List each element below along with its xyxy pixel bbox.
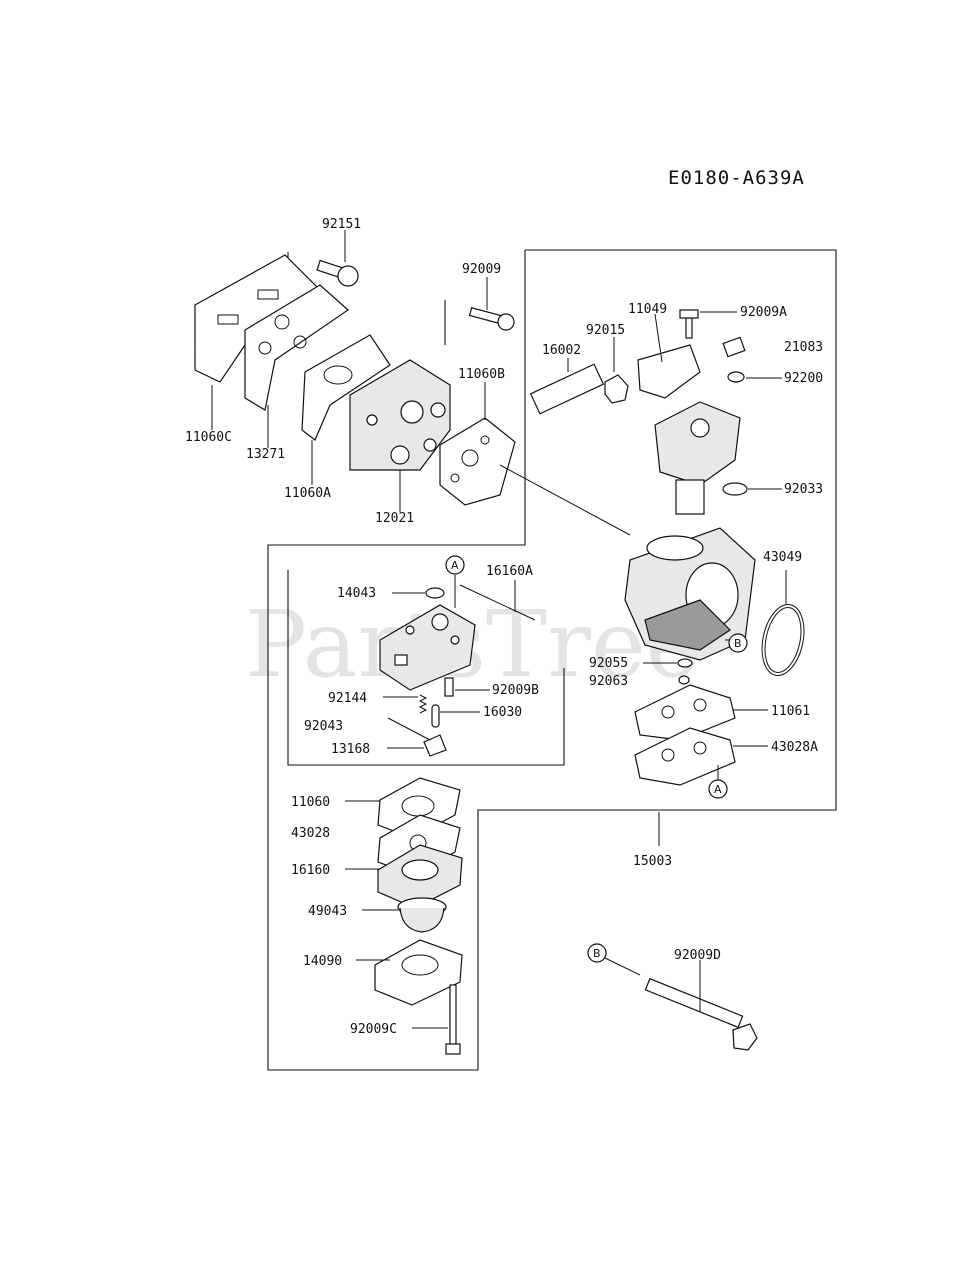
label-92063: 92063 (589, 674, 628, 689)
part-16160A-pump-body (379, 604, 476, 691)
label-43028A: 43028A (771, 740, 818, 755)
part-13271-insulator (244, 284, 349, 411)
assembly-15003-bracket (267, 249, 837, 1071)
part-16002-choke-lever (529, 363, 605, 415)
part-92043-pin (387, 717, 431, 741)
part-92151-bolt (316, 259, 359, 287)
label-92009: 92009 (462, 262, 501, 277)
part-49043-primer-bulb (397, 897, 447, 933)
part-21083-screw (722, 336, 746, 358)
label-16002: 16002 (542, 343, 581, 358)
leader-ref-b-lower (604, 957, 641, 976)
label-16160: 16160 (291, 863, 330, 878)
part-43028A-diaphragm (634, 727, 736, 786)
label-14090: 14090 (303, 954, 342, 969)
label-21083: 21083 (784, 340, 823, 355)
part-11049-lever (637, 344, 701, 399)
label-92200: 92200 (784, 371, 823, 386)
part-13168-lever (423, 734, 447, 757)
ref-b-upper: B (728, 633, 748, 653)
leader-16160A-to-carb (459, 584, 536, 621)
label-92144: 92144 (328, 691, 367, 706)
label-13168: 13168 (331, 742, 370, 757)
part-upper-carb-body (654, 401, 741, 515)
label-92033: 92033 (784, 482, 823, 497)
part-92009C-screw (445, 984, 461, 1055)
part-92009D-screw (644, 977, 758, 1051)
part-main-carb-body (624, 527, 756, 661)
label-92009C: 92009C (350, 1022, 397, 1037)
label-12021: 12021 (375, 511, 414, 526)
subassembly-16160A-box (287, 570, 565, 766)
part-11060B-gasket (439, 417, 516, 506)
part-92144-spring (418, 694, 428, 714)
label-15003: 15003 (633, 854, 672, 869)
label-13271: 13271 (246, 447, 285, 462)
label-11060A: 11060A (284, 486, 331, 501)
label-11060: 11060 (291, 795, 330, 810)
label-92015: 92015 (586, 323, 625, 338)
part-16160-pump-body (377, 844, 463, 909)
svg-text:A: A (451, 559, 459, 572)
svg-text:B: B (593, 947, 601, 960)
leader-11049 (654, 313, 663, 363)
ref-a-upper: A (445, 555, 465, 575)
part-11060A-gasket (301, 334, 391, 441)
label-92009B: 92009B (492, 683, 539, 698)
part-92063-screen (678, 675, 690, 685)
label-43049: 43049 (763, 550, 802, 565)
part-92009A-screw (679, 309, 699, 339)
leader-gasket-to-carb (499, 464, 631, 536)
label-43028: 43028 (291, 826, 330, 841)
part-12021-carb-body (349, 359, 451, 471)
label-11061: 11061 (771, 704, 810, 719)
svg-text:B: B (734, 637, 742, 650)
label-92055: 92055 (589, 656, 628, 671)
label-49043: 49043 (308, 904, 347, 919)
part-92009-screw (468, 307, 515, 331)
label-14043: 14043 (337, 586, 376, 601)
label-92009D: 92009D (674, 948, 721, 963)
part-14043-plug (425, 587, 445, 599)
part-11061-gasket (634, 684, 736, 741)
part-92015-nut (604, 374, 629, 404)
label-92043: 92043 (304, 719, 343, 734)
label-92151: 92151 (322, 217, 361, 232)
label-16160A: 16160A (486, 564, 533, 579)
part-92200-washer (727, 371, 745, 383)
part-92009B-screw (444, 677, 454, 697)
part-14090-cover (374, 939, 463, 1006)
ref-a-lower: A (708, 779, 728, 799)
part-92055-oring (677, 658, 693, 668)
part-92033-clip (722, 482, 748, 496)
label-16030: 16030 (483, 705, 522, 720)
label-11060C: 11060C (185, 430, 232, 445)
diagram-code: E0180-A639A (668, 167, 805, 189)
ref-b-lower: B (587, 943, 607, 963)
svg-text:A: A (714, 783, 722, 796)
label-11060B: 11060B (458, 367, 505, 382)
part-43049-gasket-ring (761, 604, 805, 676)
label-11049: 11049 (628, 302, 667, 317)
label-92009A: 92009A (740, 305, 787, 320)
part-16030-pin (431, 704, 440, 728)
